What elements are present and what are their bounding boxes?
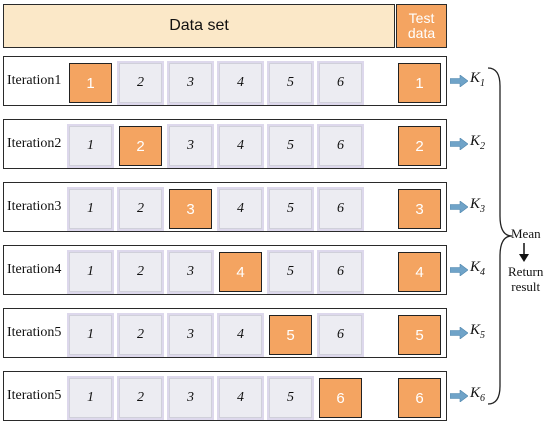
k-subscript: 1 <box>480 78 486 89</box>
data-set-header: Data set <box>3 4 395 48</box>
fold-cell-train: 2 <box>119 378 162 418</box>
iteration-label: Iteration4 <box>7 262 62 277</box>
k-symbol: K <box>470 322 481 338</box>
right-arrow-icon <box>450 390 468 402</box>
fold-cell-train: 5 <box>269 378 312 418</box>
down-arrow-icon <box>519 243 529 262</box>
fold-cell-train: 1 <box>69 126 112 166</box>
fold-cell-test: 6 <box>319 378 362 418</box>
k-result-label: K2 <box>470 133 485 152</box>
k-subscript: 4 <box>480 267 486 278</box>
fold-cell-train: 1 <box>69 315 112 355</box>
fold-cell-train: 2 <box>119 63 162 103</box>
k-symbol: K <box>470 385 481 401</box>
right-arrow-icon <box>450 201 468 213</box>
fold-cell-test: 3 <box>169 189 212 229</box>
fold-cell-train: 5 <box>269 252 312 292</box>
k-symbol: K <box>470 259 481 275</box>
fold-cell-train: 5 <box>269 189 312 229</box>
iteration-label: Iteration1 <box>7 73 62 88</box>
k-symbol: K <box>470 196 481 212</box>
test-data-cell: 4 <box>398 252 441 292</box>
iteration-label: Iteration5 <box>7 388 62 403</box>
fold-cell-train: 1 <box>69 189 112 229</box>
fold-cell-train: 4 <box>219 189 262 229</box>
test-data-cell: 2 <box>398 126 441 166</box>
right-arrow-icon <box>450 138 468 150</box>
test-data-cell: 1 <box>398 63 441 103</box>
fold-cell-test: 4 <box>219 252 262 292</box>
test-data-cell: 3 <box>398 189 441 229</box>
k-subscript: 3 <box>480 204 486 215</box>
k-result-label: K4 <box>470 259 485 278</box>
k-result-label: K5 <box>470 322 485 341</box>
fold-cell-train: 3 <box>169 63 212 103</box>
k-subscript: 6 <box>480 393 486 404</box>
fold-cell-train: 2 <box>119 315 162 355</box>
fold-cell-train: 2 <box>119 252 162 292</box>
fold-cell-train: 5 <box>269 63 312 103</box>
fold-cell-test: 2 <box>119 126 162 166</box>
fold-cell-test: 1 <box>69 63 112 103</box>
k-symbol: K <box>470 70 481 86</box>
fold-cell-train: 1 <box>69 252 112 292</box>
fold-cell-train: 2 <box>119 189 162 229</box>
result-line: result <box>511 279 541 294</box>
fold-cell-train: 6 <box>319 63 362 103</box>
fold-cell-train: 3 <box>169 315 212 355</box>
iteration-label: Iteration3 <box>7 199 62 214</box>
return-line: Return <box>508 264 544 279</box>
test-data-header: Test data <box>396 4 447 48</box>
return-result-label: Return result <box>508 264 543 294</box>
fold-cell-train: 4 <box>219 315 262 355</box>
fold-cell-train: 6 <box>319 252 362 292</box>
fold-cell-train: 3 <box>169 126 212 166</box>
fold-cell-train: 1 <box>69 378 112 418</box>
k-subscript: 5 <box>480 330 486 341</box>
right-arrow-icon <box>450 264 468 276</box>
fold-cell-train: 5 <box>269 126 312 166</box>
right-arrow-icon <box>450 75 468 87</box>
k-symbol: K <box>470 133 481 149</box>
test-data-label: Test data <box>407 10 436 41</box>
fold-cell-train: 3 <box>169 252 212 292</box>
fold-cell-train: 4 <box>219 126 262 166</box>
mean-label: Mean <box>511 226 541 241</box>
iteration-label: Iteration2 <box>7 136 62 151</box>
right-arrow-icon <box>450 327 468 339</box>
fold-cell-train: 6 <box>319 189 362 229</box>
k-subscript: 2 <box>480 141 486 152</box>
fold-cell-train: 3 <box>169 378 212 418</box>
k-result-label: K3 <box>470 196 485 215</box>
k-result-label: K1 <box>470 70 485 89</box>
data-set-label: Data set <box>169 17 229 34</box>
test-data-cell: 6 <box>398 378 441 418</box>
iteration-label: Iteration5 <box>7 325 62 340</box>
test-data-cell: 5 <box>398 315 441 355</box>
fold-cell-train: 6 <box>319 315 362 355</box>
fold-cell-train: 4 <box>219 63 262 103</box>
k-result-label: K6 <box>470 385 485 404</box>
fold-cell-test: 5 <box>269 315 312 355</box>
fold-cell-train: 6 <box>319 126 362 166</box>
fold-cell-train: 4 <box>219 378 262 418</box>
brace-icon <box>487 67 513 405</box>
